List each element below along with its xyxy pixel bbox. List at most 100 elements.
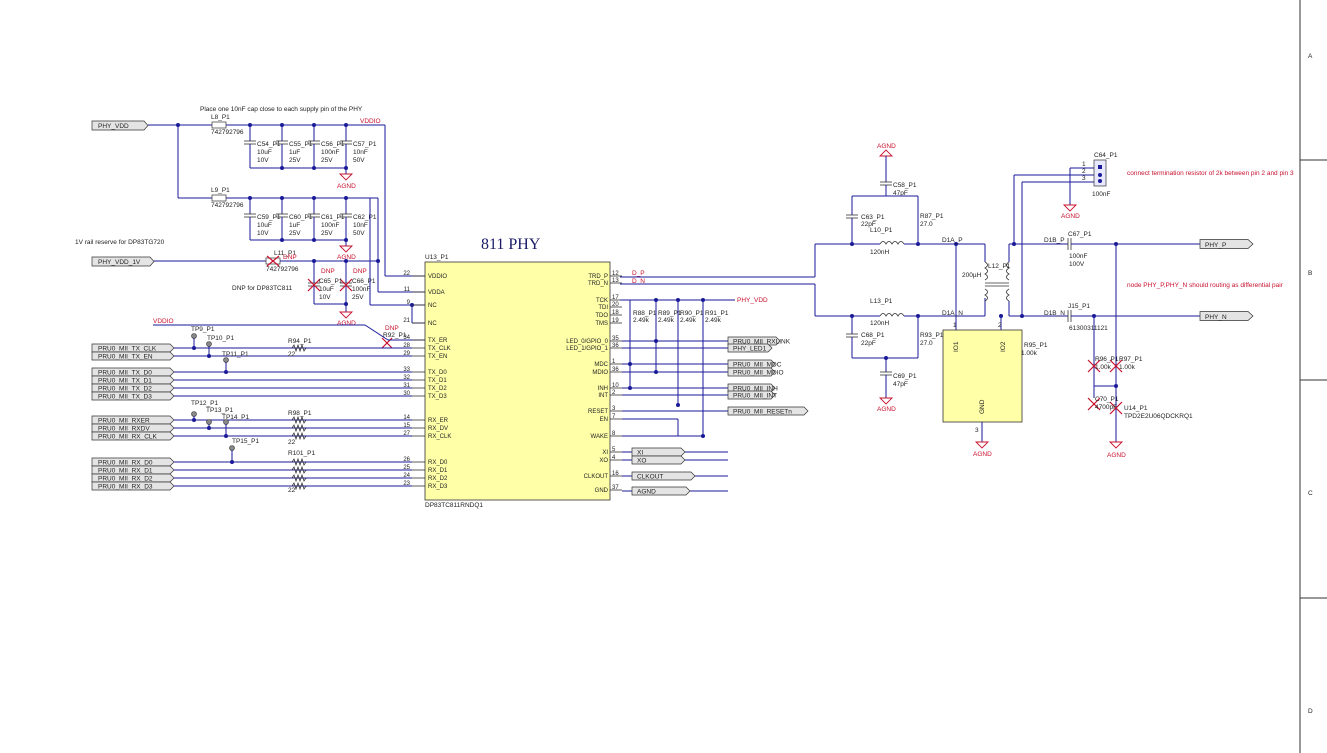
- left-pin-name: RX_CLK: [428, 434, 451, 440]
- left-pin-num: 26: [403, 457, 410, 463]
- left-pin-name: TX_D0: [428, 370, 447, 376]
- tp13-ref: TP13_P1: [206, 407, 233, 414]
- choke-l12-b: [1006, 261, 1010, 281]
- right-pin-num: 12: [612, 271, 619, 277]
- r96-val: 1.00k: [1119, 364, 1136, 371]
- mii-port: [91, 351, 175, 361]
- left-pin-name: RX_D3: [428, 484, 448, 490]
- resistor-icon: [291, 423, 307, 433]
- left-pin-name: TX_EN: [428, 354, 447, 360]
- right-pin-num: 35: [612, 336, 619, 342]
- r92-dnp: DNP: [385, 325, 399, 332]
- c54-ref: C54_P1: [257, 141, 281, 148]
- c62-v: 50V: [353, 230, 365, 237]
- left-pin-name: TX_D3: [428, 394, 447, 400]
- c70-ref: U14_P1: [1124, 405, 1148, 412]
- right-port: [631, 455, 686, 465]
- mii-port: [91, 481, 175, 491]
- agnd-filter-top: AGND: [877, 143, 896, 150]
- r92-ref: R92_P1: [383, 332, 407, 339]
- mii-port: [91, 415, 175, 425]
- net-d-n: D_N: [632, 278, 645, 285]
- l12-ref: L12_P1: [988, 263, 1011, 270]
- mii-left-ports: PRU0_MII_TX_CLKPRU0_MII_TX_ENPRU0_MII_TX…: [91, 333, 412, 491]
- right-port-label: PHY_LED1: [733, 346, 767, 353]
- test-point-icon: [191, 333, 197, 339]
- r95-val: 1.00k: [1095, 364, 1112, 371]
- agnd-label-3: AGND: [337, 320, 356, 327]
- mii-port-label: PRU0_MII_RX_CLK: [98, 434, 158, 441]
- agnd-j15: AGND: [1061, 213, 1080, 220]
- right-port: [727, 359, 776, 369]
- net-d1a-p: D1A_P: [942, 237, 963, 244]
- test-point-icon: [191, 411, 197, 417]
- right-pin-name: MDC: [594, 362, 608, 368]
- r97-val: 4700pF: [1095, 404, 1117, 411]
- left-pin-name: RX_DV: [428, 426, 448, 432]
- agnd-u14: AGND: [973, 451, 992, 458]
- left-pin-name: TX_D2: [428, 386, 447, 392]
- u14-pin1: 1: [953, 322, 957, 329]
- border-letter-d: D: [1308, 708, 1313, 715]
- c55-ref: C55_P1: [289, 141, 313, 148]
- resistor-icon: [291, 343, 307, 353]
- port-phy-vdd-1v: [91, 256, 155, 267]
- c64-ref: C67_P1: [1068, 231, 1092, 238]
- mii-port-label: PRU0_MII_RX_D1: [98, 468, 153, 475]
- right-port-label: PRU0_MII_MDC: [733, 362, 782, 369]
- left-pin-num: 32: [403, 375, 410, 381]
- mii-port: [91, 391, 175, 401]
- r98-val: 22: [288, 439, 296, 446]
- c56-val: 100nF: [321, 149, 339, 156]
- mii-port-label: PRU0_MII_TX_D2: [98, 386, 152, 393]
- mii-port-label: PRU0_MII_TX_D3: [98, 394, 152, 401]
- right-pin-name: TRD_N: [588, 281, 608, 287]
- left-pin-num: 25: [403, 465, 410, 471]
- r87-val: 27.0: [920, 221, 933, 228]
- mii-port-label: PRU0_MII_RXDV: [98, 426, 150, 433]
- right-port-label: PRU0_MII_INT: [733, 393, 777, 400]
- r94-ref: R94_P1: [288, 338, 312, 345]
- right-pin-num: 37: [612, 485, 619, 491]
- test-point-icon: [206, 419, 212, 425]
- u14-gnd-pin: GND: [979, 399, 986, 414]
- inductor-l10: [879, 241, 905, 245]
- right-pin-name: TDI: [598, 305, 608, 311]
- right-pin-name: GND: [595, 488, 609, 494]
- c63-ref: C63_P1: [861, 214, 885, 221]
- mii-port-label: PRU0_MII_TX_D0: [98, 370, 152, 377]
- tp12-ref: TP12_P1: [191, 400, 218, 407]
- right-pin-name: XI: [602, 450, 608, 456]
- right-port: [727, 390, 776, 400]
- chip-body: [424, 261, 611, 501]
- tp9-ref: TP9_P1: [191, 326, 215, 333]
- u14-pin3: 3: [975, 427, 979, 434]
- test-point-icon: [223, 357, 229, 363]
- c66-val: 100nF: [352, 286, 370, 293]
- right-port-label: PRU0_MII_RXLINK: [733, 339, 791, 346]
- right-pin-num: 20: [612, 302, 619, 308]
- net-d1a-n: D1A_N: [942, 310, 963, 317]
- pullup-phy-vdd: PHY_VDD: [737, 297, 768, 304]
- inductor-l8: [211, 121, 227, 129]
- resistor-icon: [291, 481, 307, 491]
- inductor-l9: [211, 194, 227, 202]
- left-pin-name: NC: [428, 321, 437, 327]
- c67-ref: J15_P1: [1068, 303, 1090, 310]
- choke-l12-a: [984, 261, 988, 281]
- c55-v: 25V: [289, 157, 301, 164]
- u14-io1: IO1: [953, 341, 960, 352]
- c54-v: 10V: [257, 157, 269, 164]
- r94-val: 22: [288, 351, 296, 358]
- r101-val: 22: [288, 487, 296, 494]
- c68-val: 22pF: [861, 340, 876, 347]
- vddio-net-label-2: VDDIO: [153, 318, 174, 325]
- border-letter-c: C: [1308, 490, 1313, 497]
- c57-val: 10nF: [353, 149, 368, 156]
- c56-ref: C56_P1: [321, 141, 345, 148]
- l8-ref: L8_P1: [211, 114, 230, 121]
- mii-port: [91, 383, 175, 393]
